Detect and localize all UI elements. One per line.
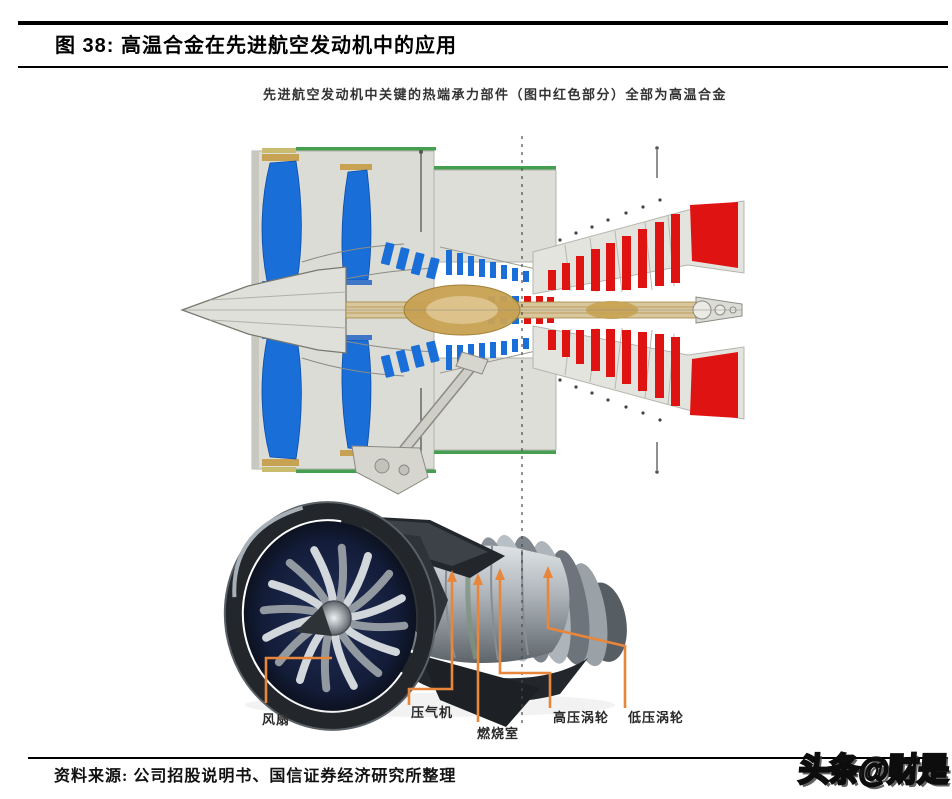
figure-caption: 先进航空发动机中关键的热端承力部件（图中红色部分）全部为高温合金	[263, 87, 728, 102]
compressor-blades	[446, 250, 529, 282]
gearbox	[351, 351, 489, 495]
engine-cross-section	[180, 146, 745, 495]
turbine-blades	[548, 202, 738, 291]
watermark: 头条@财是	[796, 750, 950, 790]
source-note: 资料来源: 公司招股说明书、国信证券经济研究所整理	[54, 768, 457, 785]
label-lp-turbine: 低压涡轮	[628, 710, 685, 725]
label-fan: 风扇	[262, 712, 291, 727]
exhaust-section	[690, 202, 738, 268]
fan-blades	[261, 160, 372, 287]
label-combustor: 燃烧室	[477, 726, 520, 741]
leader-lines	[264, 566, 627, 722]
fan-tip-shoe	[262, 154, 299, 161]
label-hp-turbine: 高压涡轮	[553, 710, 610, 725]
bottom-rule	[28, 757, 948, 759]
label-compressor: 压气机	[411, 705, 454, 720]
figure-title: 图 38: 高温合金在先进航空发动机中的应用	[55, 35, 458, 57]
title-rule	[18, 66, 948, 68]
top-rule	[18, 21, 948, 25]
engine-photo	[223, 501, 627, 731]
booster-blades	[380, 242, 440, 280]
